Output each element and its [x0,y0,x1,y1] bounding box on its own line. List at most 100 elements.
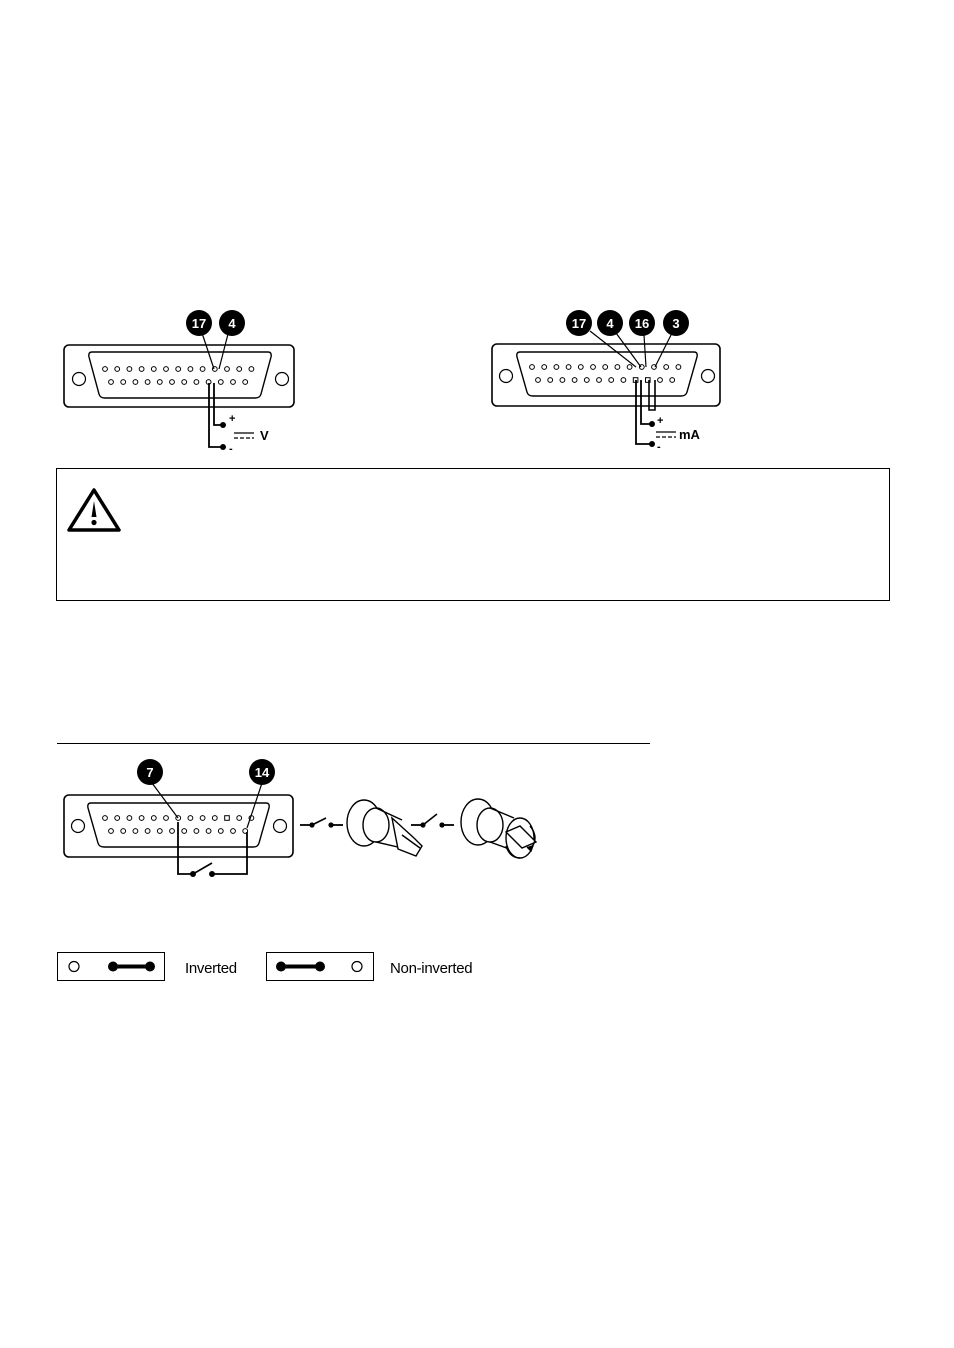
pin-hole [205,828,212,834]
switch-lever [192,862,213,875]
pin-leader-14 [246,782,263,829]
pin-hole [169,828,175,834]
legend-label-inverted: Inverted [185,960,237,977]
pin-row-top [102,815,255,821]
pin-hole [547,377,554,383]
pin-hole [163,366,169,372]
pin-hole [144,379,151,385]
pin-hole [163,815,169,821]
pin-hole [602,364,609,370]
mounting-hole-right [700,368,716,384]
pin-badge-16 [629,310,655,336]
pin-hole [614,364,621,370]
pin-hole [529,364,535,370]
pin-leader-17 [201,332,215,370]
wire-pin-14 [212,832,248,875]
pin-hole [114,815,121,821]
db25-connector-face [516,351,698,397]
pin-hole [181,379,188,385]
voltage-unit: V [260,428,269,443]
pin-hole [675,364,682,370]
warning-box [56,468,890,601]
pin-row-bottom [108,379,249,385]
pin-hole [230,379,236,385]
current-unit: mA [679,427,701,442]
pin-hole [608,377,615,383]
inverted-jumper-icon [68,960,155,973]
warning-triangle-icon [67,488,121,532]
pin-hole [175,815,182,821]
inverted-jumper-legend [57,952,165,981]
pin-hole [199,815,206,821]
pin-hole [199,366,206,372]
pin-hole [535,377,541,383]
pin-hole [211,815,218,821]
pin-hole [181,828,188,834]
pin-hole [645,377,651,383]
pin-number-17: 17 [572,316,586,331]
pin-hole [657,377,663,383]
pin-hole [663,364,670,370]
wire-pin-7 [177,822,193,875]
pin-hole [236,366,243,372]
pin-hole [217,379,224,385]
pin-number-4: 4 [606,316,614,331]
pin-hole [242,828,249,834]
minus-sign: - [229,443,233,455]
pin-number-7: 7 [146,765,153,780]
wire-minus [208,383,224,448]
pin-hole [553,364,560,370]
pin-hole [620,377,627,383]
pin-hole [651,364,657,370]
mounting-hole-right [274,371,290,387]
terminal-minus [649,441,655,447]
pin-hole [242,379,249,385]
db25-connector-face [88,351,272,399]
pin-badge-4 [597,310,623,336]
pin-leader-17 [589,330,637,368]
db25-connector-shell [63,344,295,408]
terminal-plus [649,421,655,427]
pin-leader-4 [218,333,229,370]
plus-sign: + [229,413,235,425]
pin-hole [193,828,200,834]
contact-switch-icon [411,813,454,828]
non-inverted-jumper-icon [276,960,363,973]
db25-connector-face [87,802,270,848]
pin-hole [193,379,200,385]
pin-badge-17 [566,310,592,336]
non-inverted-jumper-legend [266,952,374,981]
pin-hole [230,828,236,834]
pin-hole [541,364,548,370]
pin-hole [175,366,182,372]
mounting-hole-left [71,371,87,387]
pin-hole [138,366,145,372]
pin-row-bottom [108,828,249,834]
pin-badge-4 [219,310,245,336]
pin-hole [108,828,114,834]
mounting-hole-left [70,818,86,834]
pin-hole [236,815,243,821]
legend-label-non-inverted: Non-inverted [390,960,473,977]
pin-hole [224,815,230,821]
contact-switch-icon [300,817,343,828]
pin-hole [102,366,108,372]
pin-row-top [102,366,255,372]
pin-row-bottom [535,377,676,383]
pin-hole [126,366,133,372]
pin-hole [132,828,139,834]
pin-hole [120,379,127,385]
pin-hole [120,828,127,834]
switch-contact [209,871,215,877]
pin-hole [559,377,566,383]
pin-hole [150,366,157,372]
wire-minus [635,380,652,445]
pin-hole [248,366,255,372]
pin-hole [211,366,218,372]
pin-hole [156,379,163,385]
mounting-hole-left [498,368,514,384]
pin-hole [114,366,121,372]
pin-hole [571,377,578,383]
